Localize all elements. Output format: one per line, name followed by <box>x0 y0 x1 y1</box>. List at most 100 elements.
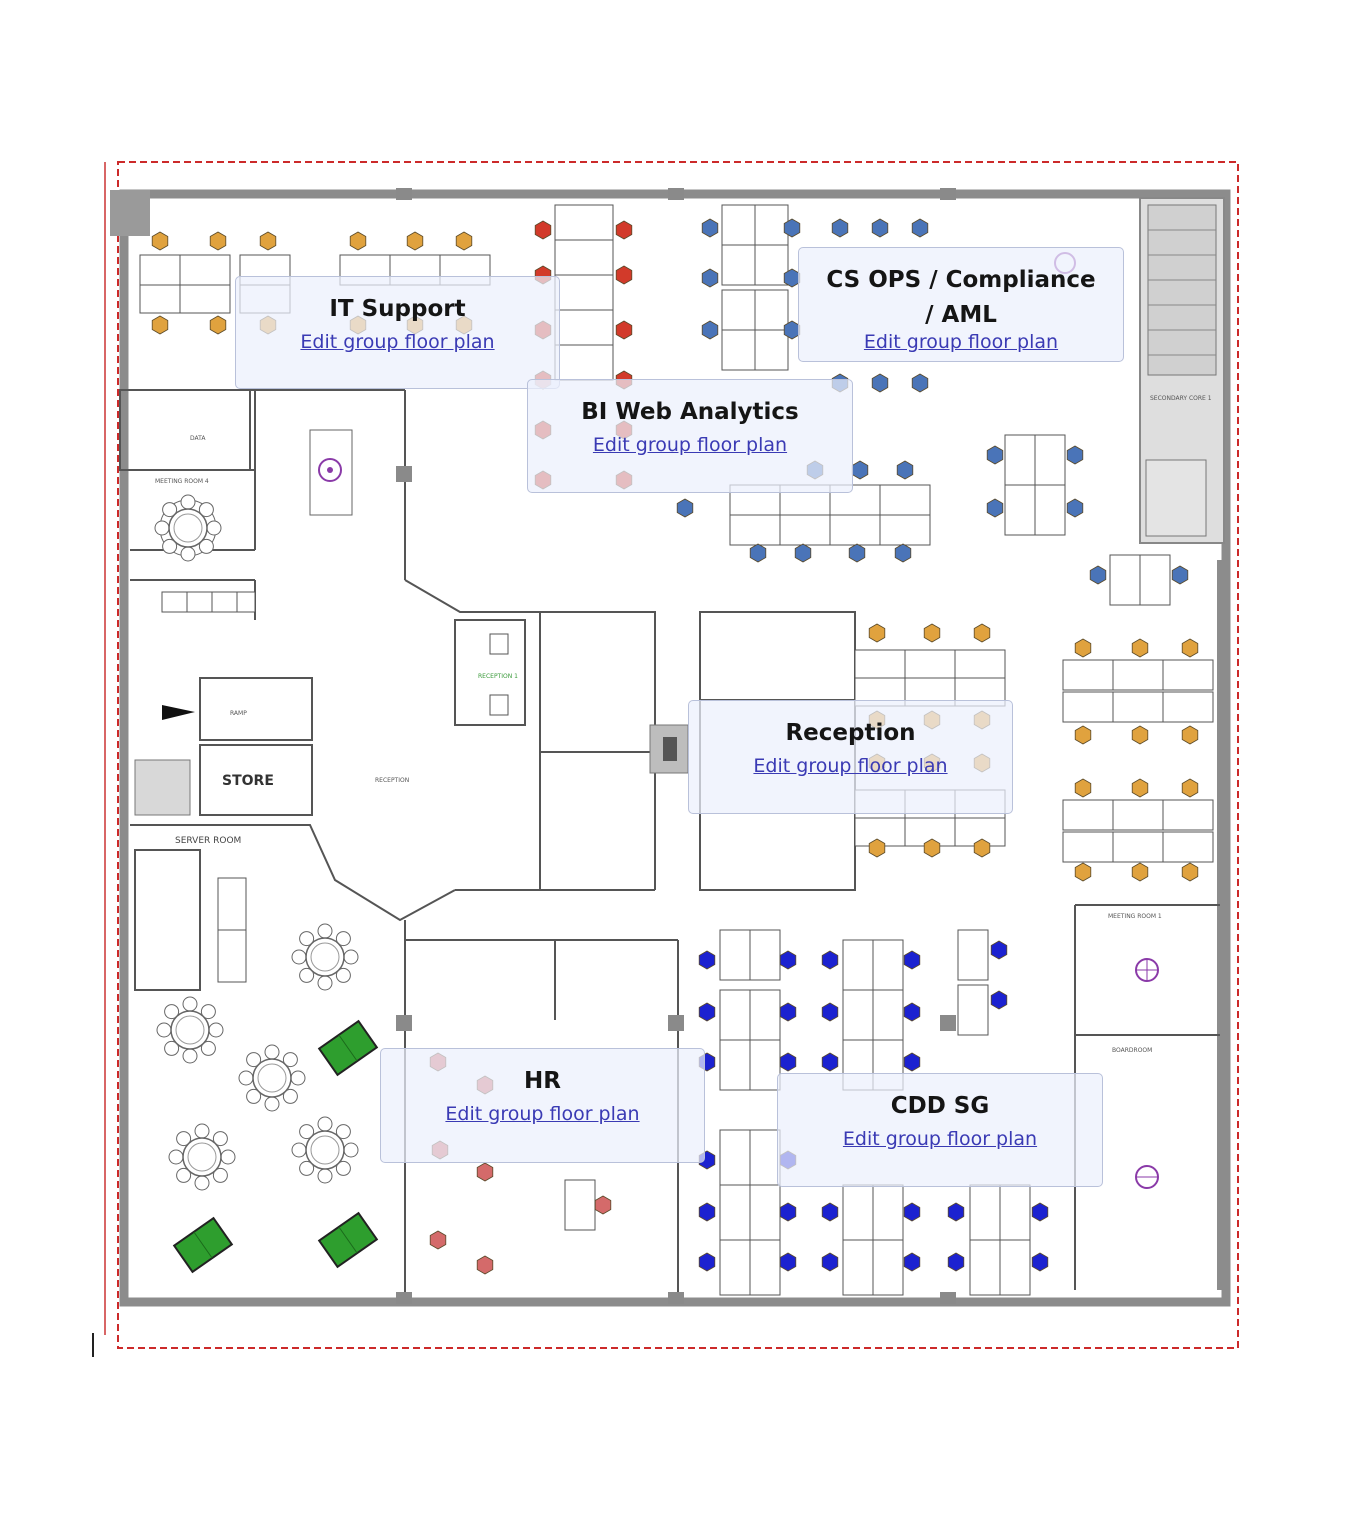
chair-icon <box>429 1230 447 1250</box>
edit-group-floor-plan-link-bi-web-analytics[interactable]: Edit group floor plan <box>592 434 788 456</box>
desk-icon <box>842 1184 874 1241</box>
desk-icon <box>754 244 789 286</box>
desk-icon <box>754 204 789 246</box>
chair-icon <box>1089 565 1107 585</box>
pool-table-icon <box>172 1216 234 1274</box>
desk-icon <box>1162 831 1214 863</box>
chair-icon <box>848 543 866 563</box>
group-title-bi-web-analytics: BI Web Analytics <box>581 399 799 425</box>
store-label: STORE <box>222 773 274 789</box>
group-title-it-support: IT Support <box>329 296 466 322</box>
edit-group-floor-plan-link-cs-ops[interactable]: Edit group floor plan <box>863 331 1059 353</box>
chair-icon <box>911 373 929 393</box>
round-tables-layer <box>154 494 359 1191</box>
chair-icon <box>1181 862 1199 882</box>
chair-icon <box>1181 778 1199 798</box>
desk-icon <box>719 1129 751 1186</box>
desk-icon <box>554 309 614 346</box>
round-table-icon <box>156 996 224 1064</box>
chair-icon <box>1074 638 1092 658</box>
chair-icon <box>1171 565 1189 585</box>
chair-icon <box>1074 862 1092 882</box>
desk-icon <box>719 929 751 981</box>
desk-icon <box>719 989 751 1041</box>
chair-icon <box>779 950 797 970</box>
pool-table-icon <box>317 1211 379 1269</box>
chair-icon <box>986 498 1004 518</box>
chair-icon <box>973 623 991 643</box>
chair-icon <box>821 1052 839 1072</box>
round-table-icon <box>238 1044 306 1112</box>
group-card-it-support: IT Support Edit group floor plan <box>235 276 560 389</box>
chair-icon <box>821 1202 839 1222</box>
corner-column <box>110 190 150 236</box>
desk-icon <box>554 239 614 276</box>
site-boundary <box>117 161 1239 1349</box>
chair-icon <box>896 460 914 480</box>
chair-icon <box>698 1252 716 1272</box>
desk-icon <box>719 1184 751 1241</box>
chair-icon <box>1074 725 1092 745</box>
desk-icon <box>719 1239 751 1296</box>
chair-icon <box>973 838 991 858</box>
desk-icon <box>842 939 874 991</box>
chair-icon <box>779 1252 797 1272</box>
desk-icon <box>1062 831 1114 863</box>
chair-icon <box>868 623 886 643</box>
desk-icon <box>1162 691 1214 723</box>
reception-desk-label: RECEPTION 1 <box>478 673 518 680</box>
desk-icon <box>1112 659 1164 691</box>
edit-group-floor-plan-link-it-support[interactable]: Edit group floor plan <box>300 331 495 353</box>
chair-icon <box>783 218 801 238</box>
pool-tables-layer <box>172 1019 379 1274</box>
chair-icon <box>476 1255 494 1275</box>
chair-icon <box>903 950 921 970</box>
desk-icon <box>749 1239 781 1296</box>
chair-icon <box>259 231 277 251</box>
desk-icon <box>969 1184 1001 1241</box>
desk-icon <box>872 939 904 991</box>
target-icon <box>318 458 342 482</box>
desk-icon <box>1109 554 1141 606</box>
desk-icon <box>999 1239 1031 1296</box>
server-room-label: SERVER ROOM <box>175 836 241 846</box>
desk-icon <box>879 514 931 546</box>
desk-icon <box>957 984 989 1036</box>
desk-icon <box>729 514 781 546</box>
edit-group-floor-plan-link-cdd-sg[interactable]: Edit group floor plan <box>842 1128 1038 1150</box>
round-table-icon <box>291 1116 359 1184</box>
pool-table-icon <box>317 1019 379 1077</box>
data-label: DATA <box>190 435 206 442</box>
chair-icon <box>1181 725 1199 745</box>
chair-icon <box>1131 725 1149 745</box>
desk-icon <box>719 1039 751 1091</box>
desk-icon <box>999 1184 1031 1241</box>
chair-icon <box>701 218 719 238</box>
stair-core: SECONDARY CORE 1 <box>1139 197 1225 544</box>
desk-icon <box>489 694 509 716</box>
desk-icon <box>954 817 1006 847</box>
round-table-icon <box>168 1123 236 1191</box>
desk-icon <box>749 1039 781 1091</box>
chair-icon <box>1031 1202 1049 1222</box>
chair-icon <box>406 231 424 251</box>
round-table-icon <box>291 923 359 991</box>
desk-icon <box>1004 434 1036 486</box>
chair-icon <box>868 838 886 858</box>
desk-icon <box>217 877 247 931</box>
desk-icon <box>179 284 231 314</box>
desk-icon <box>489 633 509 655</box>
desk-icon <box>872 1184 904 1241</box>
chair-icon <box>349 231 367 251</box>
chair-icon <box>794 543 812 563</box>
chair-icon <box>903 1202 921 1222</box>
desk-icon <box>1112 691 1164 723</box>
edit-group-floor-plan-link-reception[interactable]: Edit group floor plan <box>753 755 948 777</box>
pillars <box>396 188 956 1304</box>
chair-icon <box>615 265 633 285</box>
edit-group-floor-plan-link-hr[interactable]: Edit group floor plan <box>445 1103 640 1125</box>
chair-icon <box>903 1002 921 1022</box>
desk-icon <box>842 1239 874 1296</box>
desk-icon <box>1034 484 1066 536</box>
